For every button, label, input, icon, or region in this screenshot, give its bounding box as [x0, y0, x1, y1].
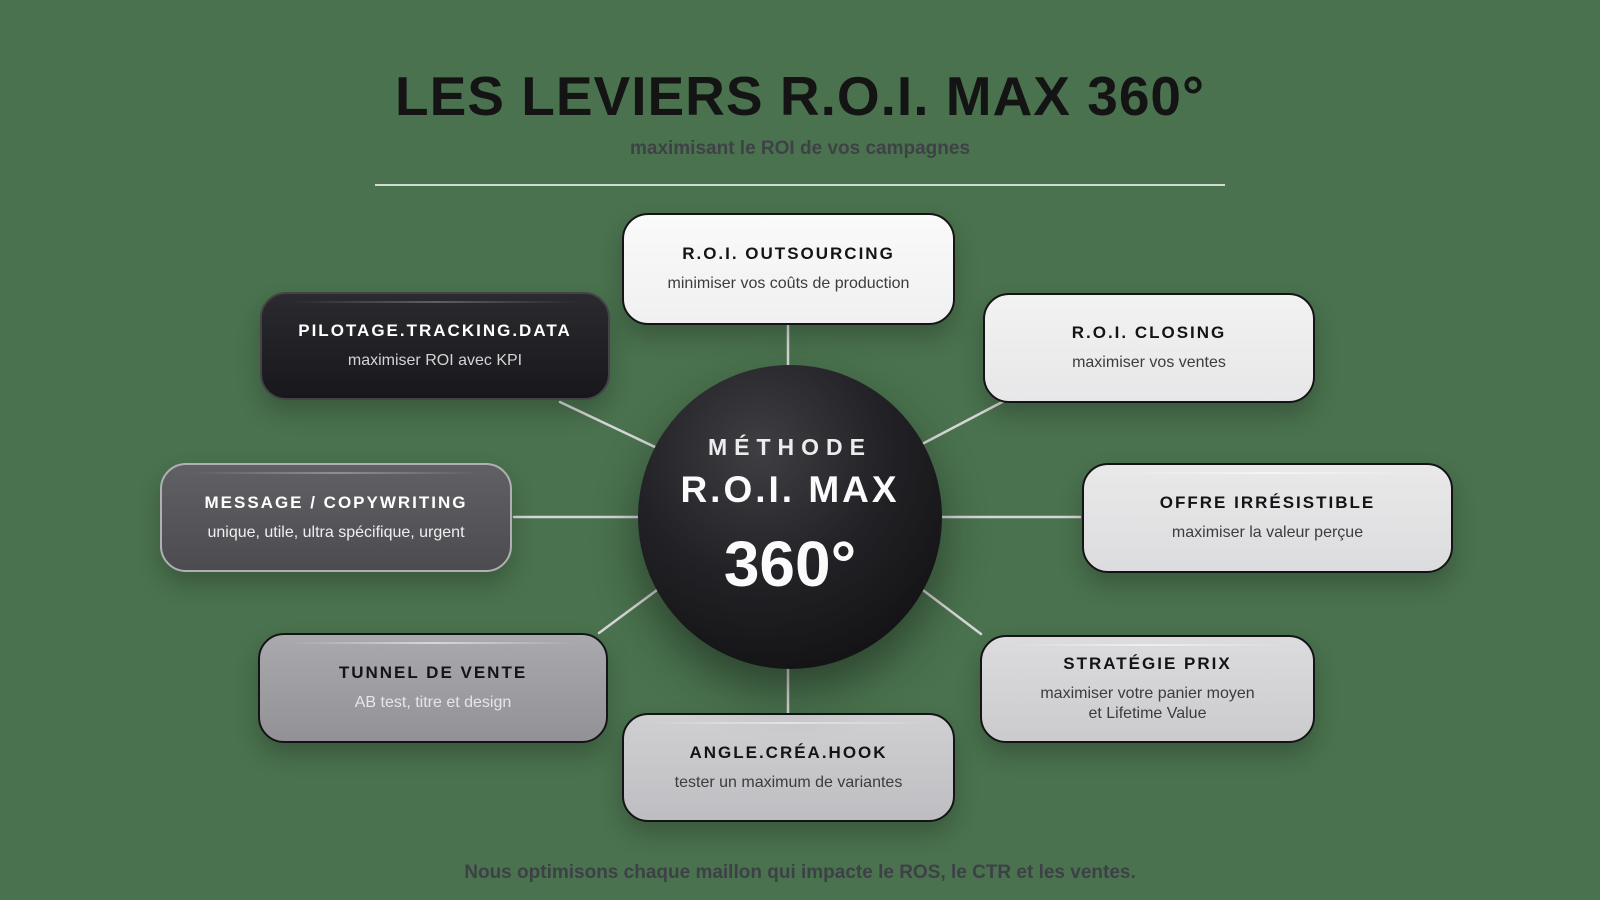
diagram-title: LES LEVIERS R.O.I. MAX 360°: [394, 65, 1206, 127]
center-circle: MÉTHODE R.O.I. MAX 360°: [638, 365, 942, 669]
node-subtitle-line-1: maximiser votre panier moyen: [1040, 685, 1255, 702]
roi-max-label: R.O.I. MAX: [680, 468, 900, 510]
node-title: STRATÉGIE PRIX: [1063, 654, 1232, 673]
node-strategie-prix: STRATÉGIE PRIX maximiser votre panier mo…: [980, 635, 1315, 743]
diagram-subtitle: maximisant le ROI de vos campagnes: [629, 138, 971, 159]
degree-label: 360°: [723, 527, 857, 600]
node-subtitle: maximiser vos ventes: [1072, 354, 1226, 371]
node-subtitle: AB test, titre et design: [354, 694, 512, 711]
node-title: ANGLE.CRÉA.HOOK: [689, 742, 888, 762]
node-tunnel-de-vente: TUNNEL DE VENTE AB test, titre et design: [258, 633, 608, 743]
node-subtitle: minimiser vos coûts de production: [667, 275, 910, 292]
node-title: R.O.I. OUTSOURCING: [682, 244, 895, 263]
node-title: MESSAGE / COPYWRITING: [204, 492, 468, 512]
node-subtitle: maximiser ROI avec KPI: [347, 352, 523, 369]
node-angle-crea-hook: ANGLE.CRÉA.HOOK tester un maximum de var…: [622, 713, 955, 822]
node-subtitle: maximiser votre panier moyen et Lifetime…: [1040, 684, 1254, 724]
node-message-copywriting: MESSAGE / COPYWRITING unique, utile, ult…: [160, 463, 512, 572]
node-pilotage-tracking-data: PILOTAGE.TRACKING.DATA maximiser ROI ave…: [260, 292, 610, 400]
methode-label: MÉTHODE: [708, 433, 872, 460]
node-subtitle-line-2: et Lifetime Value: [1088, 705, 1207, 722]
node-title: OFFRE IRRÉSISTIBLE: [1159, 493, 1376, 512]
node-title: PILOTAGE.TRACKING.DATA: [298, 321, 572, 340]
node-title: R.O.I. CLOSING: [1071, 323, 1227, 342]
node-title: TUNNEL DE VENTE: [338, 663, 528, 682]
footer-note: Nous optimisons chaque maillon qui impac…: [464, 862, 1136, 883]
node-subtitle: maximiser la valeur perçue: [1171, 524, 1364, 541]
node-subtitle: unique, utile, ultra spécifique, urgent: [207, 523, 465, 541]
header-divider: [375, 184, 1225, 186]
node-subtitle: tester un maximum de variantes: [674, 773, 903, 791]
node-offre-irresistible: OFFRE IRRÉSISTIBLE maximiser la valeur p…: [1082, 463, 1453, 573]
node-roi-outsourcing: R.O.I. OUTSOURCING minimiser vos coûts d…: [622, 213, 955, 325]
node-roi-closing: R.O.I. CLOSING maximiser vos ventes: [983, 293, 1315, 403]
